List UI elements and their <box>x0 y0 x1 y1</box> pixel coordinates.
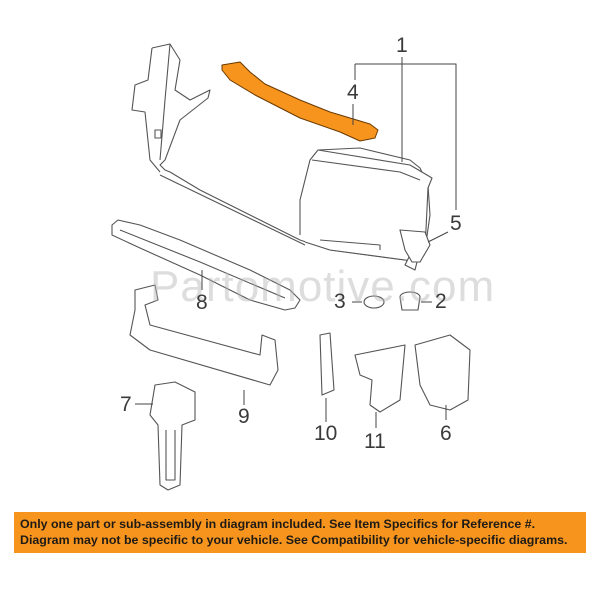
callout-4: 4 <box>347 81 359 104</box>
part-6-deflector <box>414 334 471 411</box>
callout-11: 11 <box>364 430 386 453</box>
callout-8: 8 <box>196 291 208 314</box>
watermark: Partomotive.com <box>150 262 496 311</box>
callout-6: 6 <box>440 422 452 445</box>
radiator-support-part <box>131 43 433 271</box>
part-3-grommet <box>363 295 385 309</box>
callout-5: 5 <box>450 212 462 235</box>
callout-3: 3 <box>334 290 346 313</box>
callout-7: 7 <box>120 393 132 416</box>
leader-lines <box>135 57 457 428</box>
part-2-bumper <box>399 291 421 311</box>
part-5-bracket <box>399 229 431 263</box>
part-10-bracket <box>319 332 335 396</box>
callout-9: 9 <box>238 405 250 428</box>
callout-2: 2 <box>435 290 447 313</box>
callout-10: 10 <box>314 422 338 445</box>
highlighted-part-4 <box>221 61 379 142</box>
callout-1: 1 <box>396 34 408 57</box>
part-9-lower-baffle <box>129 284 279 386</box>
disclaimer-banner: Only one part or sub-assembly in diagram… <box>14 512 586 553</box>
disclaimer-line-2: Diagram may not be specific to your vehi… <box>20 533 568 547</box>
disclaimer-line-1: Only one part or sub-assembly in diagram… <box>20 517 536 531</box>
part-11-deflector <box>354 344 406 413</box>
part-7-latch-support <box>149 381 196 491</box>
